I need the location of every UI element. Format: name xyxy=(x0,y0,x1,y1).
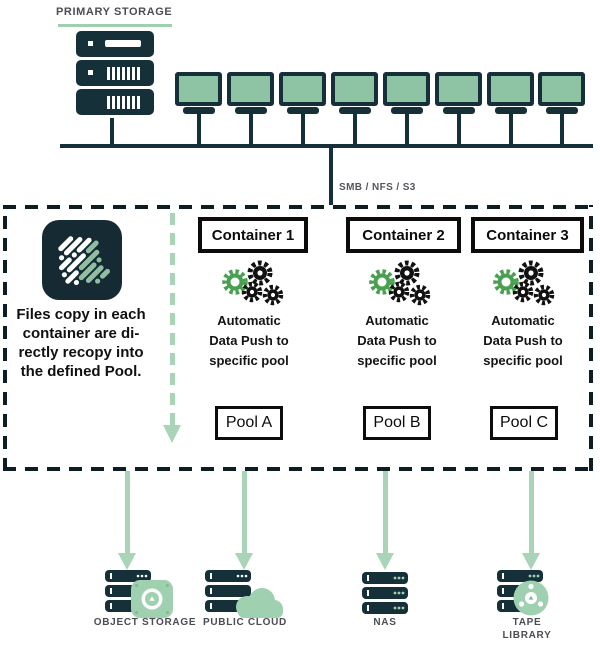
workstation-monitor xyxy=(279,72,326,144)
container-1-caption: Automatic Data Push to specific pool xyxy=(188,311,310,371)
monitor-screen xyxy=(435,72,482,106)
monitor-base xyxy=(545,107,578,114)
container-3-caption: Automatic Data Push to specific pool xyxy=(462,311,584,371)
monitor-screen xyxy=(175,72,222,106)
workstation-monitor xyxy=(538,72,585,144)
caption-line: specific pool xyxy=(483,353,563,368)
monitor-stand xyxy=(248,114,253,144)
primary-storage-label: PRIMARY STORAGE xyxy=(56,6,173,18)
caption-line: Data Push to xyxy=(209,333,289,348)
arrow-head xyxy=(235,553,253,570)
workstation-monitor xyxy=(383,72,430,144)
caption-line: Automatic xyxy=(491,313,555,328)
arrow-head xyxy=(118,553,136,570)
flow-note-line: container are di- xyxy=(22,325,140,342)
flow-note-line: rectly recopy into xyxy=(18,344,144,361)
gears-icon xyxy=(493,260,555,306)
arrow-head xyxy=(376,553,394,570)
caption-line: Automatic xyxy=(217,313,281,328)
protocol-label: SMB / NFS / S3 xyxy=(339,182,416,193)
public-cloud-label: PUBLIC CLOUD xyxy=(203,617,287,628)
container-3-label: Container 3 xyxy=(486,226,569,244)
arrow-to-object-storage xyxy=(125,471,130,553)
container-1-box: Container 1 xyxy=(198,217,308,253)
flow-note-line: the defined Pool. xyxy=(20,363,142,380)
monitor-base xyxy=(182,107,215,114)
monitor-stand xyxy=(508,114,513,144)
caption-line: Data Push to xyxy=(483,333,563,348)
object-storage-icon xyxy=(105,570,173,618)
monitor-stand xyxy=(300,114,305,144)
tape-library-icon xyxy=(497,570,549,616)
workstation-monitor xyxy=(487,72,534,144)
pool-c-label: Pool C xyxy=(499,414,549,431)
monitor-base xyxy=(442,107,475,114)
arrow-head xyxy=(522,553,540,570)
bus-to-box-connector-line xyxy=(329,146,333,205)
container-2-label: Container 2 xyxy=(362,226,445,244)
tape-library-label: TAPE LIBRARY xyxy=(502,617,552,641)
public-cloud-icon xyxy=(205,570,283,618)
nas-icon xyxy=(362,572,408,614)
monitor-screen xyxy=(487,72,534,106)
container-2-box: Container 2 xyxy=(346,217,461,253)
monitor-screen xyxy=(383,72,430,106)
pool-a-label: Pool A xyxy=(225,414,273,431)
server-stand-line xyxy=(110,118,114,146)
monitor-base xyxy=(286,107,319,114)
gears-icon xyxy=(369,260,431,306)
workstation-monitor xyxy=(331,72,378,144)
caption-line: specific pool xyxy=(209,353,289,368)
nodeum-logo-icon xyxy=(42,220,122,300)
monitor-base xyxy=(494,107,527,114)
network-bus-line xyxy=(60,144,593,148)
arrow-to-nas xyxy=(383,471,388,553)
flow-note: Files copy in each container are di- rec… xyxy=(5,305,157,381)
object-storage-label: OBJECT STORAGE xyxy=(93,617,197,628)
container-3-box: Container 3 xyxy=(471,217,584,253)
pool-a-box: Pool A xyxy=(215,406,283,440)
caption-line: specific pool xyxy=(357,353,437,368)
monitor-screen xyxy=(227,72,274,106)
caption-line: Automatic xyxy=(365,313,429,328)
container-1-label: Container 1 xyxy=(211,226,295,244)
monitor-screen xyxy=(538,72,585,106)
caption-line: Data Push to xyxy=(357,333,437,348)
monitor-stand xyxy=(196,114,201,144)
nas-label: NAS xyxy=(373,617,397,628)
monitor-stand xyxy=(404,114,409,144)
workstation-monitor xyxy=(435,72,482,144)
monitor-screen xyxy=(279,72,326,106)
recopy-dashed-arrow-head xyxy=(163,425,181,443)
arrow-to-public-cloud xyxy=(242,471,247,553)
monitor-stand xyxy=(559,114,564,144)
pool-b-label: Pool B xyxy=(373,414,421,431)
pool-b-box: Pool B xyxy=(363,406,431,440)
pool-c-box: Pool C xyxy=(490,406,558,440)
flow-note-line: Files copy in each xyxy=(16,306,146,323)
monitor-stand xyxy=(456,114,461,144)
monitor-base xyxy=(390,107,423,114)
monitor-base xyxy=(338,107,371,114)
primary-storage-underline xyxy=(58,24,172,27)
monitor-base xyxy=(234,107,267,114)
monitor-screen xyxy=(331,72,378,106)
monitor-stand xyxy=(352,114,357,144)
flow-box: Files copy in each container are di- rec… xyxy=(3,205,593,471)
recopy-dashed-arrow-line xyxy=(170,213,175,425)
container-2-caption: Automatic Data Push to specific pool xyxy=(336,311,458,371)
gears-icon xyxy=(222,260,284,306)
arrow-to-tape-library xyxy=(529,471,534,553)
workstation-monitor xyxy=(175,72,222,144)
workstation-monitor xyxy=(227,72,274,144)
primary-storage-server-icon xyxy=(76,31,154,115)
